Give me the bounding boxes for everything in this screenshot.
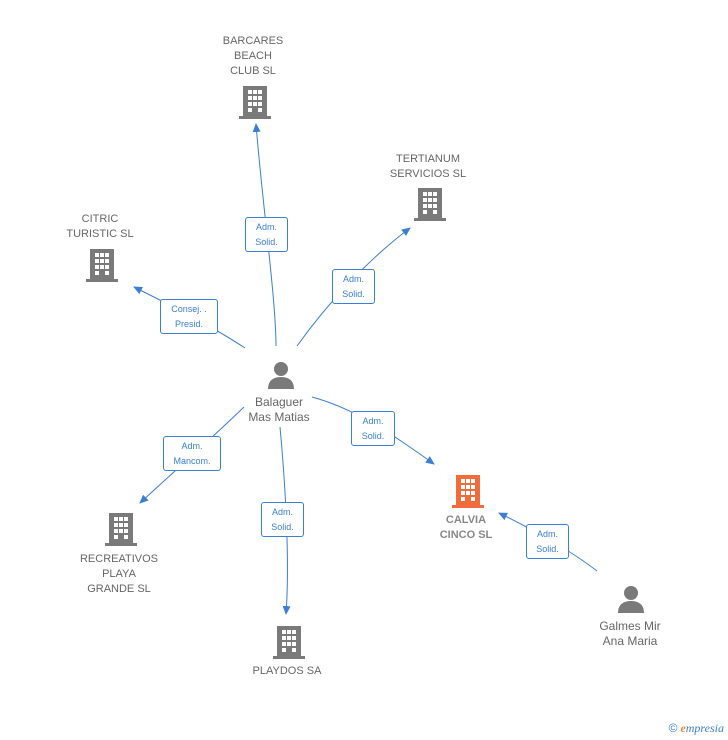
node-label-calvia[interactable]: CALVIA CINCO SL xyxy=(439,514,493,541)
brand-initial: e xyxy=(680,721,686,735)
edge-label-barcares: Adm. Solid. xyxy=(245,217,288,252)
edge-label-citric: Consej. . Presid. xyxy=(160,299,218,334)
building-icon-focus[interactable] xyxy=(451,473,485,509)
edge-label-recreativos: Adm. Mancom. xyxy=(163,436,221,471)
edge-label-tertianum: Adm. Solid. xyxy=(332,269,375,304)
edge-label-galmes-calvia: Adm. Solid. xyxy=(526,524,569,559)
node-label-citric[interactable]: CITRIC TURISTIC SL xyxy=(66,213,134,240)
building-icon[interactable] xyxy=(238,84,272,120)
node-label-tertianum[interactable]: TERTIANUM SERVICIOS SL xyxy=(389,153,467,180)
node-label-balaguer[interactable]: Balaguer Mas Matias xyxy=(248,395,310,424)
building-icon[interactable] xyxy=(104,511,138,547)
copyright-icon: © xyxy=(668,721,678,735)
node-label-barcares[interactable]: BARCARES BEACH CLUB SL xyxy=(222,35,284,77)
person-icon[interactable] xyxy=(266,360,296,390)
building-icon[interactable] xyxy=(272,624,306,660)
edge-label-calvia: Adm. Solid. xyxy=(351,411,395,446)
building-icon[interactable] xyxy=(413,186,447,222)
brand-footer[interactable]: © empresia xyxy=(669,721,724,736)
person-icon[interactable] xyxy=(616,584,646,614)
building-icon[interactable] xyxy=(85,247,119,283)
brand-name: mpresia xyxy=(685,721,724,735)
edge-label-playdos: Adm. Solid. xyxy=(261,502,304,537)
node-label-recreativos[interactable]: RECREATIVOS PLAYA GRANDE SL xyxy=(79,553,159,595)
node-label-galmes[interactable]: Galmes Mir Ana Maria xyxy=(599,619,661,648)
node-label-playdos[interactable]: PLAYDOS SA xyxy=(252,665,322,677)
